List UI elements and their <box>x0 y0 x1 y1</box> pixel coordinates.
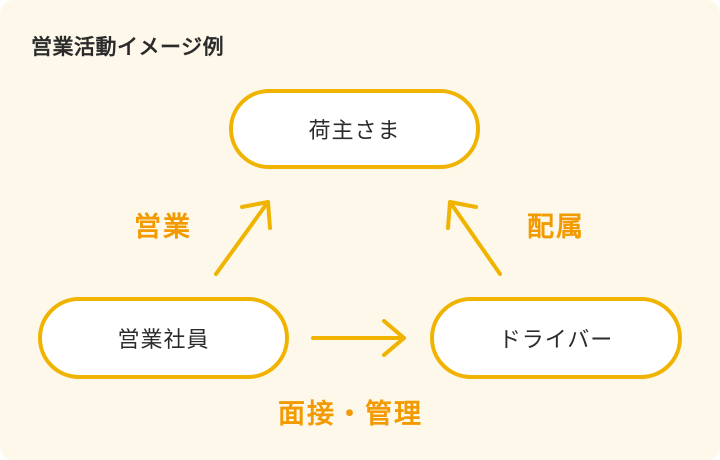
edge-label-interview-management: 面接・管理 <box>278 399 423 430</box>
diagram-caption: 営業活動イメージ例 <box>31 35 225 59</box>
node-shipper: 荷主さま <box>229 89 480 169</box>
edge-label-assignment: 配属 <box>527 212 585 243</box>
node-driver: ドライバー <box>430 297 682 379</box>
node-sales-staff: 営業社員 <box>38 297 289 379</box>
arrow-sales-to-driver <box>311 319 406 357</box>
edge-label-sales: 営業 <box>134 212 192 243</box>
arrow-sales-to-shipper <box>214 200 272 276</box>
arrow-driver-to-shipper <box>446 200 502 276</box>
